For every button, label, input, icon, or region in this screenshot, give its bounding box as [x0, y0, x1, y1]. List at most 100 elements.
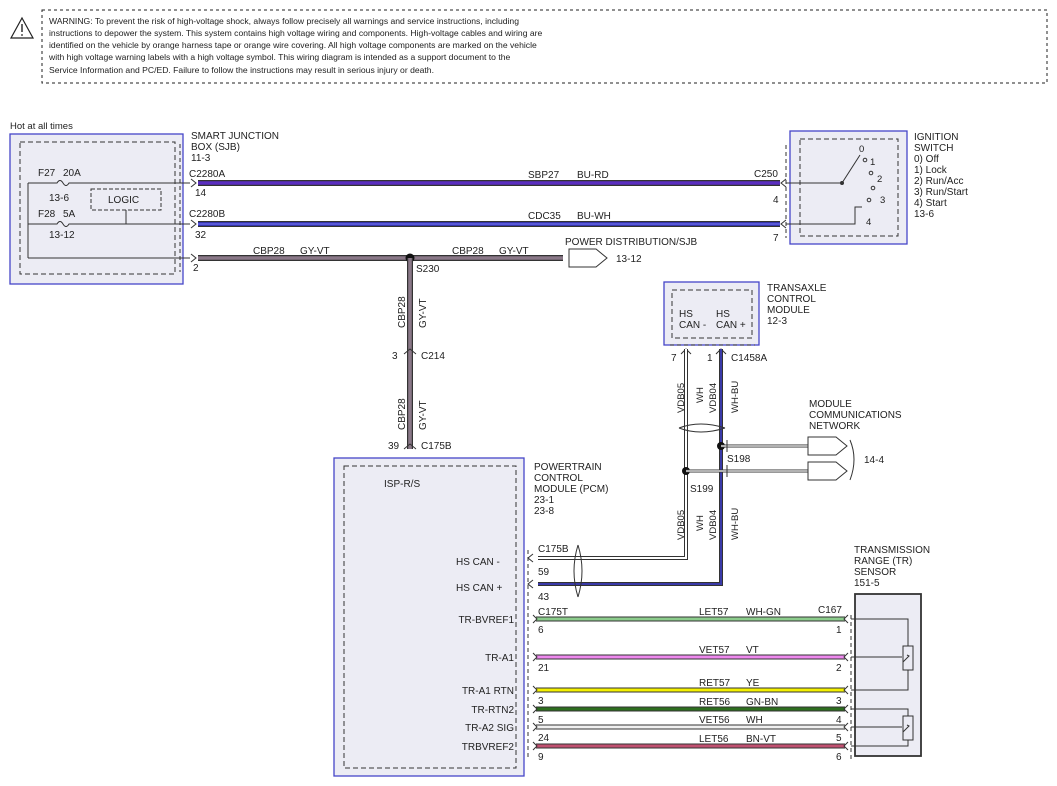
sjb-name-1: SMART JUNCTION	[191, 131, 279, 142]
svg-text:0: 0	[859, 144, 864, 155]
tr-sensor-pin: 4	[836, 715, 842, 726]
pcm-tr-pin-label: TR-A1 RTN	[462, 686, 514, 697]
tr-sensor-pin: 2	[836, 663, 842, 674]
svg-text:S198: S198	[727, 454, 751, 465]
pcm-tr-pin-number: 24	[538, 733, 550, 744]
warning-line-5: Service Information and PC/ED. Failure t…	[49, 65, 434, 75]
pcm-tr-pin-label: TR-A1	[485, 653, 514, 664]
svg-text:3: 3	[880, 195, 885, 206]
ignition-pin-4: 4	[773, 195, 779, 206]
tr-wire-code: LET57	[699, 607, 729, 618]
ignition-conn-c250: C250	[754, 169, 778, 180]
svg-text:VDB05: VDB05	[676, 383, 687, 413]
fuse-f28-trace	[28, 221, 190, 227]
pcm-tr-pin-number: 5	[538, 715, 544, 726]
svg-text:2: 2	[877, 174, 882, 185]
warning-line-4: with high voltage warning labels with a …	[48, 52, 511, 62]
tr-wire-code: RET57	[699, 678, 731, 689]
svg-text:VDB05: VDB05	[676, 510, 687, 540]
sjb-box	[9, 133, 184, 285]
sjb-inner-border	[19, 141, 176, 275]
power-distribution-ref: POWER DISTRIBUTION/SJB 13-12	[565, 237, 698, 268]
ignition-name-1: IGNITION	[914, 132, 958, 143]
ignition-ref: 13-6	[914, 209, 934, 220]
tr-wire-code: LET56	[699, 734, 729, 745]
pcm-tr-pin-label: TR-BVREF1	[458, 615, 514, 626]
pcm-tr-pin-number: 3	[538, 696, 544, 707]
c175b-top-name: C175B	[421, 441, 452, 452]
tr-wire-code: RET56	[699, 697, 731, 708]
tr-wire-ret57: RET57 YE	[532, 678, 849, 695]
svg-text:4: 4	[866, 217, 871, 228]
wire-cbp28-left-code: CBP28	[253, 246, 285, 257]
ignition-switch: C250 4 7 0 1 2 3 4 IGNITION SWITCH 0) Of…	[754, 130, 968, 245]
powertrain-control-module: ISP-R/S POWERTRAIN CONTROL MODULE (PCM) …	[333, 457, 608, 777]
warning-line-3: identified on the vehicle by orange harn…	[49, 40, 537, 50]
svg-text:1) Lock: 1) Lock	[914, 165, 948, 176]
svg-text:CONTROL: CONTROL	[534, 473, 583, 484]
ignition-box	[789, 130, 908, 245]
svg-text:HS: HS	[716, 309, 730, 320]
sjb-conn-c2280b: C2280B	[189, 209, 225, 220]
tr-wire-let57: LET57 WH-GN	[532, 607, 849, 624]
svg-text:TRANSMISSION: TRANSMISSION	[854, 545, 930, 556]
svg-text:VDB04: VDB04	[708, 510, 719, 540]
svg-text:S199: S199	[690, 484, 714, 495]
fuse-f27-trace	[28, 180, 190, 186]
sjb-pin-32: 32	[195, 230, 207, 241]
svg-text:59: 59	[538, 567, 550, 578]
hot-at-all-times-label: Hot at all times	[10, 121, 73, 132]
wire-cbp28-v2-code: CBP28	[397, 398, 408, 430]
can-bus-wires: VDB05 WH VDB04 WH-BU S198 S199 VDB05 WH …	[538, 349, 808, 598]
tcm-conn: C1458A	[731, 353, 767, 364]
tr-wire-color: GN-BN	[746, 697, 778, 708]
pcm-tr-pin-number: 6	[538, 625, 544, 636]
svg-text:14-4: 14-4	[864, 455, 884, 466]
svg-text:151-5: 151-5	[854, 578, 880, 589]
svg-text:HS CAN -: HS CAN -	[456, 557, 500, 568]
svg-text:0) Off: 0) Off	[914, 154, 939, 165]
svg-text:23-1: 23-1	[534, 495, 554, 506]
c214-pin: 3	[392, 351, 398, 362]
svg-text:12-3: 12-3	[767, 316, 787, 327]
wire-sbp27-color: BU-RD	[577, 170, 609, 181]
svg-text:HS: HS	[679, 309, 693, 320]
tr-sensor-pin: 3	[836, 696, 842, 707]
wire-cbp28-horizontal: CBP28 GY-VT CBP28 GY-VT S230	[198, 246, 563, 275]
fuse-f28-rating: 5A	[63, 209, 76, 220]
c175b-top-pin: 39	[388, 441, 400, 452]
fuse-f28-ref: 13-12	[49, 230, 75, 241]
pcm-tr-pin-label: TR-A2 SIG	[465, 723, 514, 734]
sjb-conn-c2280a: C2280A	[189, 169, 225, 180]
svg-text:MODULE (PCM): MODULE (PCM)	[534, 484, 608, 495]
power-dist-label: POWER DISTRIBUTION/SJB	[565, 237, 698, 248]
sjb-ref: 11-3	[191, 153, 211, 164]
svg-text:4) Start: 4) Start	[914, 198, 947, 209]
svg-text:WH-BU: WH-BU	[730, 508, 741, 540]
svg-text:1: 1	[870, 157, 875, 168]
tr-wire-color: BN-VT	[746, 734, 776, 745]
pcm-tr-pin-number: 21	[538, 663, 550, 674]
svg-text:TRANSAXLE: TRANSAXLE	[767, 283, 827, 294]
wire-cbp28-right-code: CBP28	[452, 246, 484, 257]
wire-cbp28-right-color: GY-VT	[499, 246, 529, 257]
svg-text:7: 7	[671, 353, 677, 364]
warning-border	[41, 9, 1048, 84]
fuse-f27-name: F27	[38, 168, 56, 179]
transaxle-control-module: HS CAN - HS CAN + TRANSAXLE CONTROL MODU…	[663, 281, 827, 364]
tr-wire-code: VET57	[699, 645, 730, 656]
svg-text:CAN -: CAN -	[679, 320, 706, 331]
wire-cbp28-left-color: GY-VT	[300, 246, 330, 257]
warning-triangle-icon	[9, 16, 35, 39]
svg-text:C175B: C175B	[538, 544, 569, 555]
warning-panel: WARNING: To prevent the risk of high-vol…	[9, 9, 1048, 84]
svg-text:43: 43	[538, 592, 550, 603]
svg-text:CAN +: CAN +	[716, 320, 746, 331]
tr-wire-color: YE	[746, 678, 760, 689]
tr-wire-color: WH-GN	[746, 607, 781, 618]
svg-text:MODULE: MODULE	[767, 305, 810, 316]
power-dist-ref: 13-12	[616, 254, 642, 265]
